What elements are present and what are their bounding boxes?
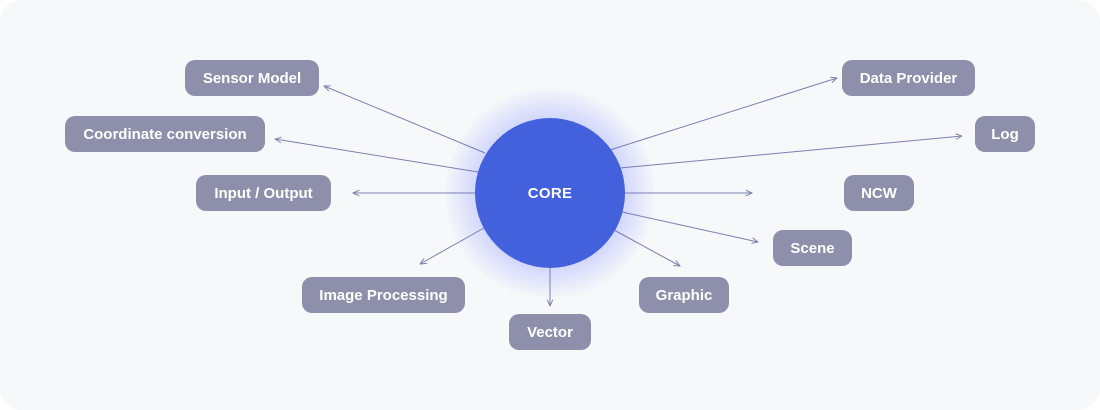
node-sensor-model: Sensor Model <box>185 60 319 96</box>
arrow-to-log <box>619 136 962 169</box>
node-label: Input / Output <box>214 184 313 202</box>
node-graphic: Graphic <box>639 277 729 313</box>
node-scene: Scene <box>773 230 852 266</box>
core-node: CORE <box>475 118 625 268</box>
node-coordinate-conversion: Coordinate conversion <box>65 116 265 152</box>
node-label: Sensor Model <box>202 69 302 87</box>
node-label: Data Provider <box>859 69 958 87</box>
node-input-output: Input / Output <box>196 175 331 211</box>
node-label: Graphic <box>655 286 713 304</box>
node-label: Scene <box>790 239 835 257</box>
node-label: Log <box>991 125 1019 143</box>
node-vector: Vector <box>509 314 591 350</box>
arrow-to-data-provider <box>609 78 837 151</box>
core-label: CORE <box>527 184 573 202</box>
node-label: NCW <box>861 184 897 202</box>
node-data-provider: Data Provider <box>842 60 975 96</box>
node-label: Image Processing <box>319 286 448 304</box>
node-log: Log <box>975 116 1035 152</box>
arrow-to-coordinate-conversion <box>275 139 479 173</box>
node-label: Coordinate conversion <box>83 125 247 143</box>
node-image-processing: Image Processing <box>302 277 465 313</box>
node-ncw: NCW <box>844 175 914 211</box>
node-label: Vector <box>527 323 573 341</box>
